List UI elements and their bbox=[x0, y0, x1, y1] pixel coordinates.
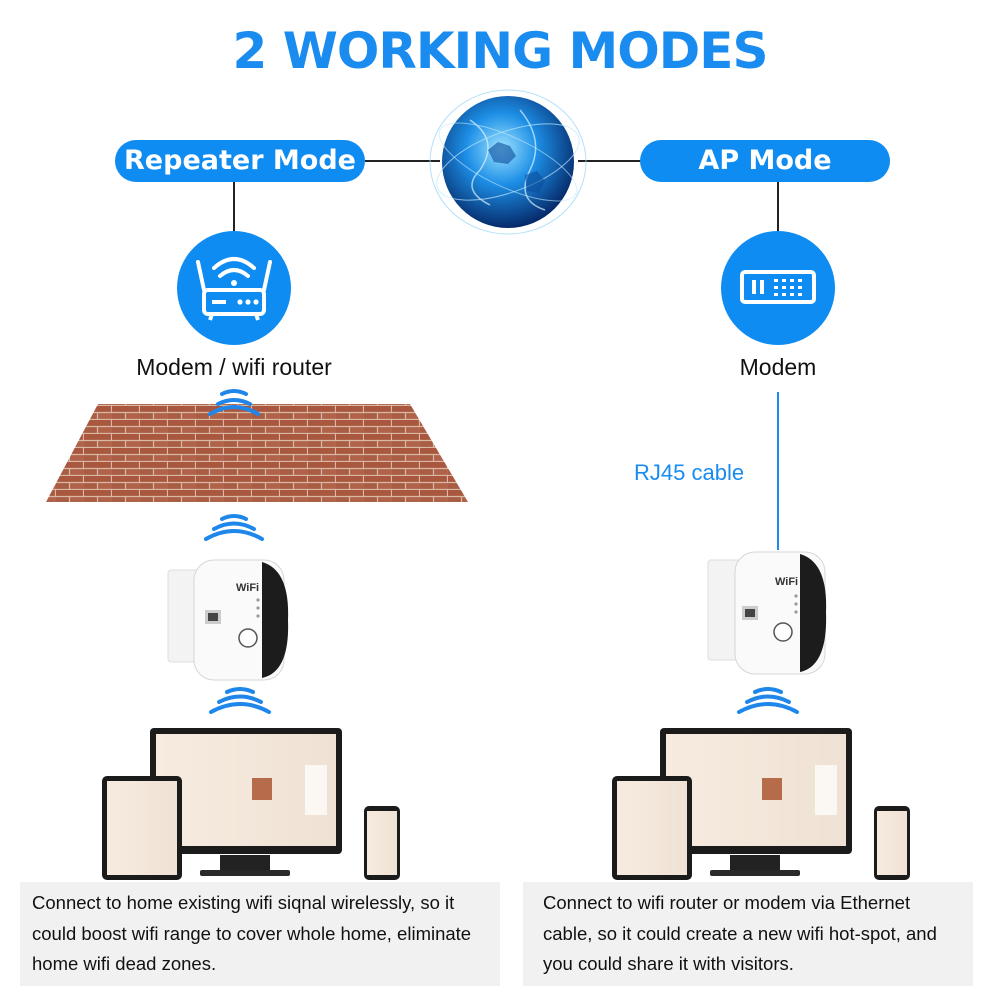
wifi-signal-icon bbox=[209, 687, 271, 714]
modem-icon bbox=[721, 231, 835, 345]
globe-network-icon bbox=[429, 89, 587, 235]
repeater-device-caption: Modem / wifi router bbox=[136, 354, 332, 380]
client-devices-right bbox=[612, 728, 910, 880]
client-devices-left bbox=[102, 728, 400, 880]
ap-mode-description: Connect to wifi router or modem via Ethe… bbox=[523, 882, 973, 986]
brick-wall bbox=[46, 404, 468, 502]
page-title: 2 WORKING MODES bbox=[232, 22, 769, 80]
ap-mode-label: AP Mode bbox=[640, 140, 890, 182]
rj45-cable-label: RJ45 cable bbox=[634, 460, 745, 485]
repeater-mode-description: Connect to home existing wifi siqnal wir… bbox=[20, 882, 500, 986]
repeater-mode-label: Repeater Mode bbox=[115, 140, 365, 182]
wifi-router-icon bbox=[177, 231, 291, 345]
extender-badge-right: WiFi bbox=[775, 576, 799, 588]
extender-badge-left: WiFi bbox=[236, 582, 260, 594]
wifi-extender-device-right bbox=[707, 551, 827, 675]
wifi-signal-icon bbox=[204, 514, 264, 541]
wifi-signal-icon bbox=[208, 389, 260, 416]
ap-device-caption: Modem bbox=[739, 354, 817, 380]
wifi-extender-device-left bbox=[167, 559, 289, 681]
wifi-signal-icon bbox=[737, 687, 799, 714]
